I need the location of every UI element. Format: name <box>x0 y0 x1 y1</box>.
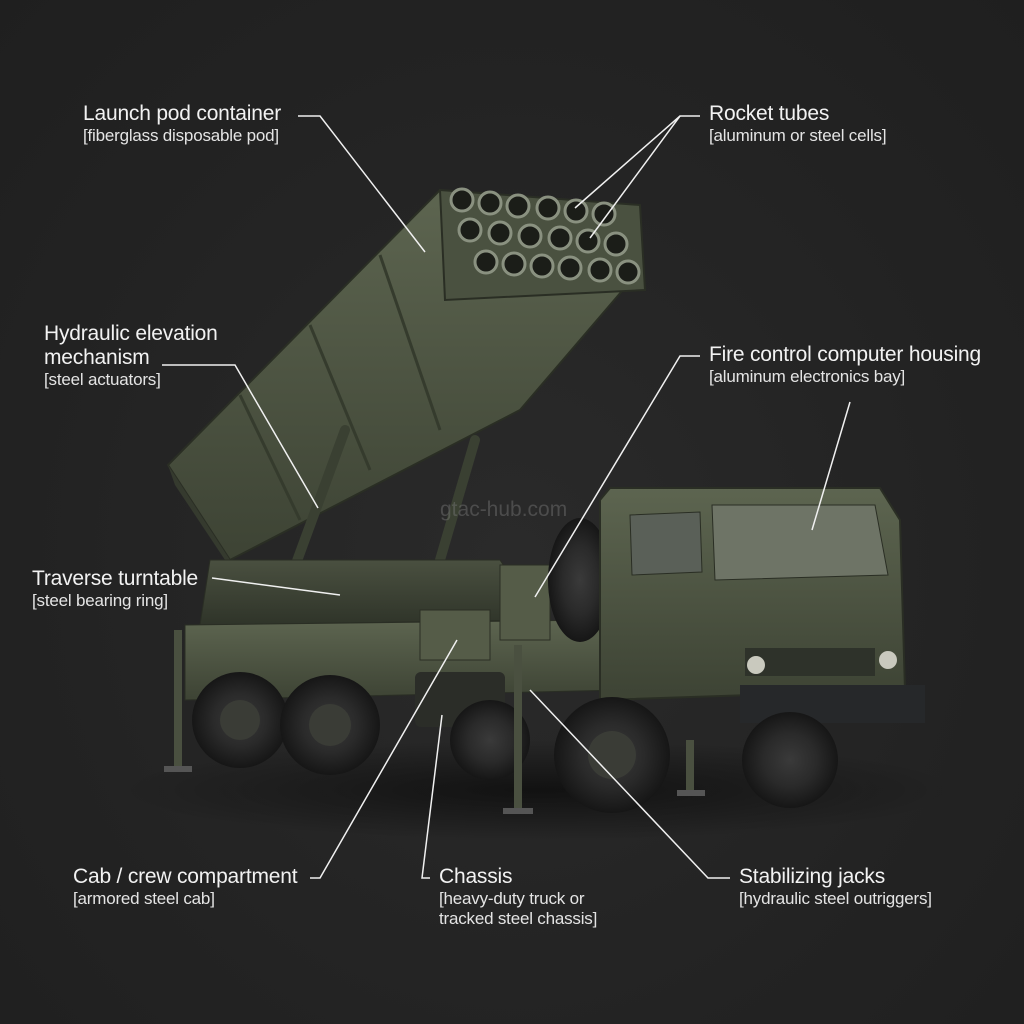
label-title: Chassis <box>439 865 513 888</box>
leader-turntable <box>211 577 341 596</box>
watermark: gtac-hub.com <box>440 498 568 521</box>
launch-pod-shape <box>166 188 647 575</box>
rocket-tubes-shape <box>449 187 641 285</box>
leader-chassis <box>421 714 443 879</box>
grille <box>745 648 875 676</box>
windshield <box>711 504 889 581</box>
label-material-line2: tracked steel chassis] <box>439 908 598 928</box>
label-launch-pod: Launch pod container [fiberglass disposa… <box>83 102 281 146</box>
leader-rocket-tubes-a <box>574 115 700 209</box>
label-hydraulic-elevation: Hydraulic elevation mechanism [steel act… <box>44 322 218 390</box>
leader-windshield <box>811 401 851 531</box>
label-material: [fiberglass disposable pod] <box>83 126 279 146</box>
label-cab: Cab / crew compartment [armored steel ca… <box>73 865 298 909</box>
label-title: Hydraulic elevation <box>44 322 218 345</box>
leader-rocket-tubes-b <box>589 115 681 239</box>
label-title: Traverse turntable <box>32 567 199 590</box>
label-material: [armored steel cab] <box>73 889 215 909</box>
label-stabilizing-jacks: Stabilizing jacks [hydraulic steel outri… <box>739 865 932 909</box>
label-title: Cab / crew compartment <box>73 865 298 888</box>
label-rocket-tubes: Rocket tubes [aluminum or steel cells] <box>709 102 887 146</box>
label-title: Fire control computer housing <box>709 343 981 366</box>
side-window <box>629 511 703 576</box>
label-material: [steel bearing ring] <box>32 591 168 611</box>
stabilizing-jacks-shape <box>174 630 694 810</box>
label-traverse-turntable: Traverse turntable [steel bearing ring] <box>32 567 198 611</box>
label-title: Rocket tubes <box>709 102 830 125</box>
label-title-line2: mechanism <box>44 346 150 370</box>
label-material: [heavy-duty truck or <box>439 889 585 909</box>
label-fire-control: Fire control computer housing [aluminum … <box>709 343 981 387</box>
hydraulic-actuators-shape <box>285 425 480 585</box>
leader-launch-pod <box>298 115 426 253</box>
leader-hydraulic <box>162 364 319 509</box>
fire-control-box <box>499 564 551 641</box>
label-title: Launch pod container <box>83 102 281 125</box>
label-title: Stabilizing jacks <box>739 865 885 888</box>
cab-shape <box>599 487 925 723</box>
label-chassis: Chassis [heavy-duty truck or tracked ste… <box>439 865 597 928</box>
label-material: [aluminum electronics bay] <box>709 367 906 387</box>
wheels <box>192 672 838 813</box>
bumper <box>740 685 925 723</box>
label-material: [steel actuators] <box>44 370 161 390</box>
label-material: [aluminum or steel cells] <box>709 126 887 146</box>
leader-jacks <box>529 689 730 879</box>
leader-cab <box>310 639 458 879</box>
label-material: [hydraulic steel outriggers] <box>739 889 932 909</box>
leader-fire-control <box>534 355 700 598</box>
leader-lines <box>162 115 851 879</box>
equipment-box <box>419 609 491 661</box>
